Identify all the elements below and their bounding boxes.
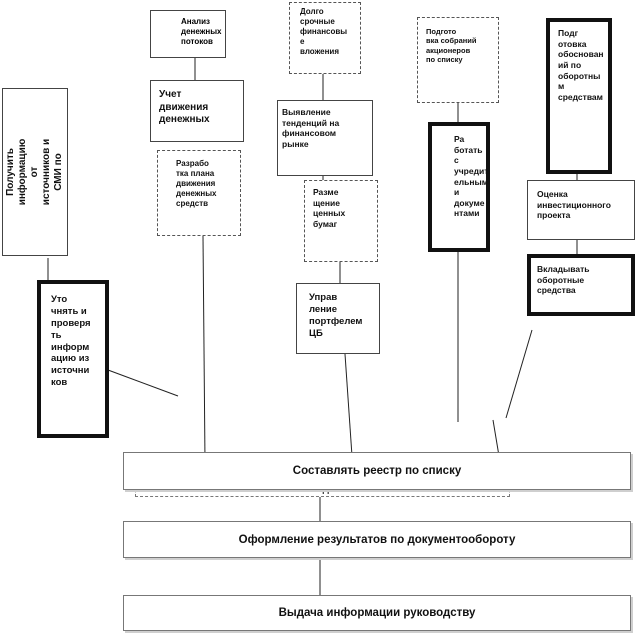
side-info-text: Получить информацию от источников и СМИ … [5,138,64,206]
verify-information-box: Уто чнять и проверя ть информ ацию из ис… [37,280,109,438]
registry-bar: Составлять реестр по списку [123,452,631,490]
invest-working-capital-box: Вкладывать оборотные средства [527,254,635,316]
shareholder-meetings-box: Подгото вка собраний акционеров по списк… [417,17,499,103]
invest-working-capital-text: Вкладывать оборотные средства [537,264,590,296]
report-to-management-text: Выдача информации руководству [278,607,476,619]
long-term-investments-box: Долго срочные финансовы е вложения [289,2,361,74]
cash-accounting-box: Учет движения денежных [150,80,244,142]
founding-documents-text: Ра ботать с учредит ельным и докуме нтам… [454,134,489,219]
working-capital-justification-text: Подг отовка обоснован ий по оборотны м с… [558,28,604,102]
shareholder-meetings-text: Подгото вка собраний акционеров по списк… [426,27,477,65]
cash-flow-analysis-text: Анализ денежных потоков [181,17,222,46]
project-evaluation-text: Оценка инвестиционного проекта [537,189,611,221]
market-trends-text: Выявление тенденций на финансовом рынке [282,107,340,149]
report-to-management-bar: Выдача информации руководству [123,595,631,631]
cash-accounting-text: Учет движения денежных [159,89,210,125]
cash-flow-analysis-box: Анализ денежных потоков [150,10,226,58]
portfolio-management-text: Управ ление портфелем ЦБ [309,292,363,339]
cash-plan-text: Разрабо тка плана движения денежных сред… [176,159,217,208]
cash-plan-box: Разрабо тка плана движения денежных сред… [157,150,241,236]
market-trends-box: Выявление тенденций на финансовом рынке [277,100,373,176]
securities-placement-text: Разме щение ценных бумаг [313,187,346,229]
long-term-investments-text: Долго срочные финансовы е вложения [300,7,348,56]
founding-documents-box: Ра ботать с учредит ельным и докуме нтам… [428,122,490,252]
registry-text: Составлять реестр по списку [292,465,462,477]
document-flow-text: Оформление результатов по документооборо… [238,533,516,546]
working-capital-justification-box: Подг отовка обоснован ий по оборотны м с… [546,18,612,174]
document-flow-bar: Оформление результатов по документооборо… [123,521,631,558]
securities-placement-box: Разме щение ценных бумаг [304,180,378,262]
side-info-box: Получить информацию от источников и СМИ … [2,88,68,256]
portfolio-management-box: Управ ление портфелем ЦБ [296,283,380,354]
verify-information-text: Уто чнять и проверя ть информ ацию из ис… [51,294,91,389]
project-evaluation-box: Оценка инвестиционного проекта [527,180,635,240]
